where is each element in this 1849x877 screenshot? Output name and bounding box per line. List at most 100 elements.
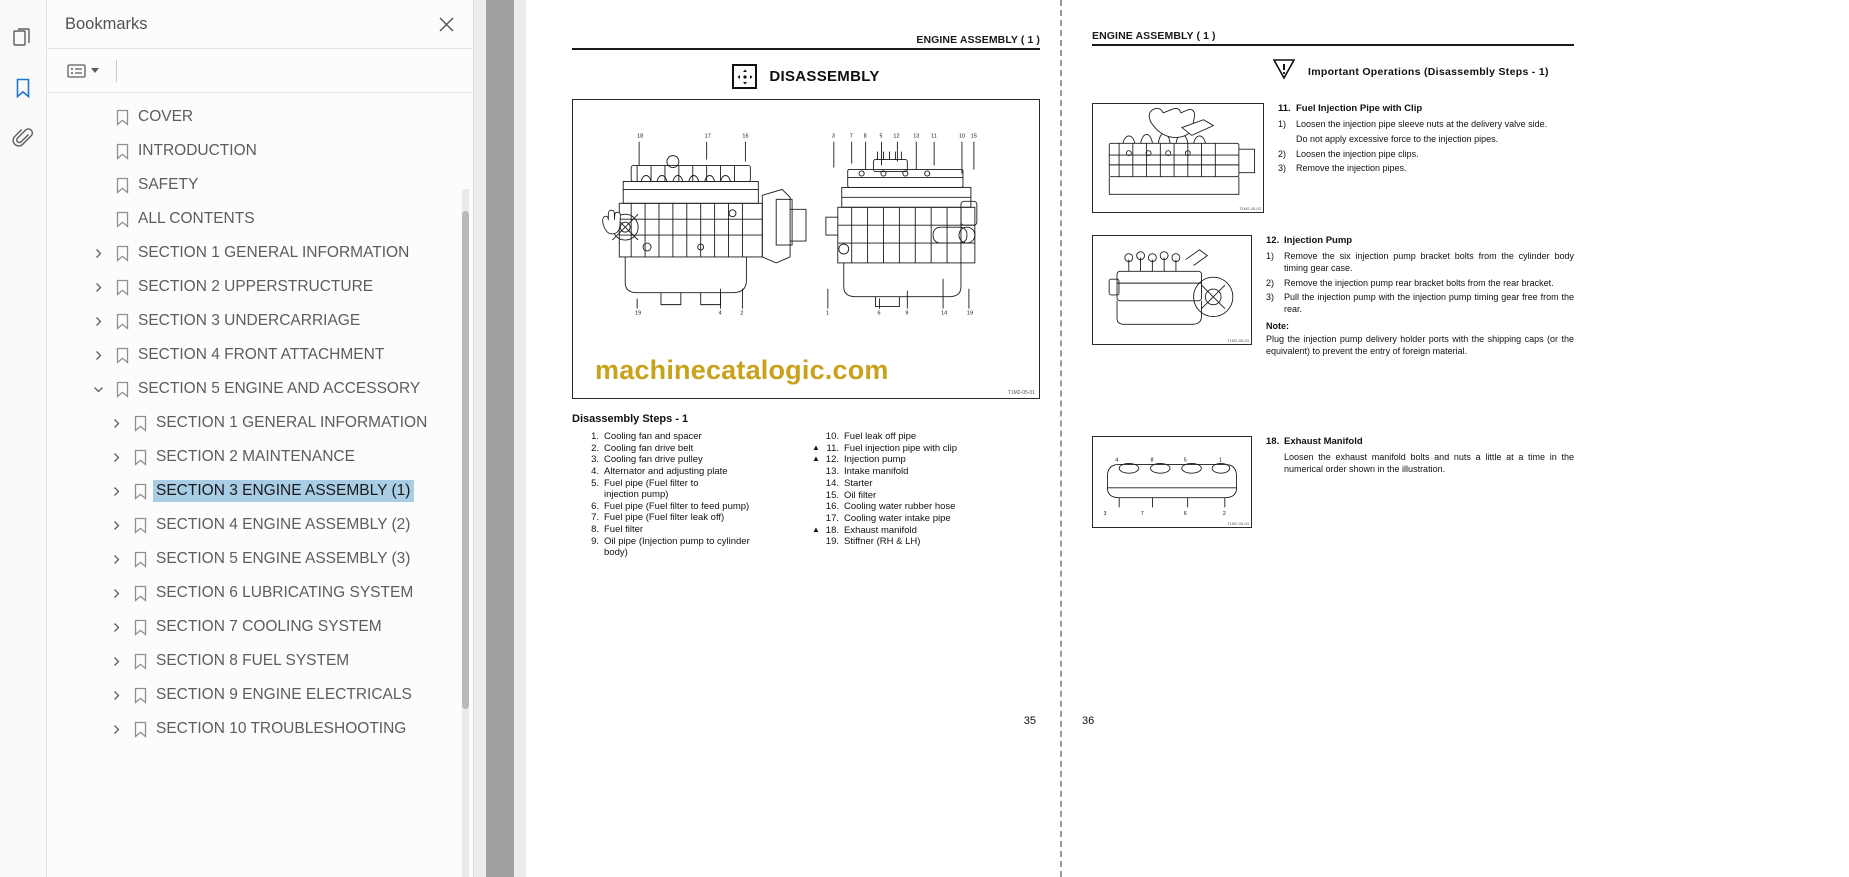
- disassembly-steps-block: Disassembly Steps - 1 1. Cooling fan and …: [572, 413, 1040, 559]
- bookmark-label: SECTION 7 COOLING SYSTEM: [156, 618, 382, 635]
- bookmark-item[interactable]: SECTION 3 UNDERCARRIAGE: [47, 304, 473, 338]
- svg-text:5: 5: [1184, 457, 1187, 463]
- step-number: 1.: [591, 431, 599, 442]
- right-page-number: 36: [1082, 715, 1095, 727]
- disassembly-step: 4.Alternator and adjusting plate: [572, 466, 804, 477]
- four-arrows-disassembly-icon: [732, 64, 758, 89]
- chevron-right-icon[interactable]: [105, 520, 127, 531]
- engine-assembly-figure: 18 17 16: [572, 99, 1040, 399]
- bookmark-label: SECTION 1 GENERAL INFORMATION: [138, 244, 410, 261]
- chevron-right-icon[interactable]: [87, 316, 109, 327]
- step-text: Fuel pipe (Fuel filter to feed pump): [604, 501, 804, 512]
- chevron-right-icon[interactable]: [105, 418, 127, 429]
- bookmark-item[interactable]: SECTION 4 FRONT ATTACHMENT: [47, 338, 473, 372]
- pages-thumbnail-icon[interactable]: [3, 18, 43, 58]
- operation-title-12: 12. Injection Pump: [1266, 235, 1574, 247]
- operation-row-12: T1M2-05-03 12. Injection Pump 1) Remove t…: [1092, 235, 1574, 358]
- svg-text:9: 9: [905, 311, 908, 317]
- bookmarks-scrollbar-thumb[interactable]: [462, 211, 469, 709]
- bookmark-label: SECTION 3 UNDERCARRIAGE: [138, 312, 361, 329]
- bookmark-options-button[interactable]: [65, 60, 101, 82]
- bookmark-icon[interactable]: [3, 68, 43, 108]
- bookmark-item[interactable]: SECTION 6 LUBRICATING SYSTEM: [47, 576, 473, 610]
- step-text-line1: Oil pipe (Injection pump to cylinder: [604, 535, 750, 547]
- bookmark-item[interactable]: SECTION 9 ENGINE ELECTRICALS: [47, 678, 473, 712]
- bookmark-item[interactable]: SECTION 5 ENGINE ASSEMBLY (3): [47, 542, 473, 576]
- step-text-line1: Intake manifold: [844, 466, 909, 478]
- chevron-right-icon[interactable]: [105, 452, 127, 463]
- svg-text:10: 10: [959, 134, 965, 140]
- chevron-right-icon[interactable]: [87, 350, 109, 361]
- disassembly-title-row: DISASSEMBLY: [572, 64, 1040, 89]
- bookmark-item[interactable]: INTRODUCTION: [47, 134, 473, 168]
- pdf-page-35: ENGINE ASSEMBLY ( 1 ) DISASSEMBLY: [526, 0, 1048, 877]
- chevron-down-icon[interactable]: [87, 384, 109, 395]
- operation-number-11: 11.: [1278, 103, 1291, 114]
- chevron-right-icon[interactable]: [87, 248, 109, 259]
- svg-text:1: 1: [1219, 457, 1222, 463]
- bookmark-item[interactable]: ALL CONTENTS: [47, 202, 473, 236]
- operation-substep-number: 1): [1266, 251, 1275, 262]
- step-text: Cooling fan and spacer: [604, 431, 804, 442]
- step-text: Cooling water rubber hose: [844, 501, 1037, 512]
- step-text-line1: Starter: [844, 477, 873, 489]
- svg-text:8: 8: [1150, 457, 1153, 463]
- bookmark-item[interactable]: SAFETY: [47, 168, 473, 202]
- chevron-right-icon[interactable]: [87, 282, 109, 293]
- step-number: 10.: [825, 431, 839, 442]
- step-text-line1: Cooling water rubber hose: [844, 501, 956, 513]
- bookmark-item[interactable]: SECTION 1 GENERAL INFORMATION: [47, 406, 473, 440]
- svg-text:11: 11: [931, 134, 937, 140]
- chevron-down-icon: [91, 68, 99, 73]
- disassembly-step: 14.Starter: [812, 478, 1037, 489]
- bookmark-label: SECTION 5 ENGINE ASSEMBLY (3): [156, 550, 411, 567]
- bookmark-item[interactable]: SECTION 4 ENGINE ASSEMBLY (2): [47, 508, 473, 542]
- step-text: Cooling fan drive belt: [604, 443, 804, 454]
- step-text-line1: Alternator and adjusting plate: [604, 466, 728, 478]
- disassembly-steps-heading: Disassembly Steps - 1: [572, 413, 689, 425]
- bookmark-item[interactable]: SECTION 2 UPPERSTRUCTURE: [47, 270, 473, 304]
- disassembly-step: 3.Cooling fan drive pulley: [572, 454, 804, 465]
- close-icon[interactable]: [433, 11, 459, 37]
- bookmark-item[interactable]: SECTION 5 ENGINE AND ACCESSORY: [47, 372, 473, 406]
- svg-text:6: 6: [1184, 511, 1187, 517]
- operation-substep-text: Remove the six injection pump bracket bo…: [1284, 251, 1574, 274]
- operation-note-label-12: Note:: [1266, 320, 1289, 331]
- bookmark-item[interactable]: SECTION 3 ENGINE ASSEMBLY (1): [47, 474, 473, 508]
- chevron-right-icon[interactable]: [105, 622, 127, 633]
- operation-text-12: 12. Injection Pump 1) Remove the six inje…: [1266, 235, 1574, 358]
- operation-substep: 2)Remove the injection pump rear bracket…: [1266, 278, 1574, 290]
- bookmark-item[interactable]: SECTION 1 GENERAL INFORMATION: [47, 236, 473, 270]
- chevron-right-icon[interactable]: [105, 486, 127, 497]
- chevron-right-icon[interactable]: [105, 554, 127, 565]
- disassembly-step: 8.Fuel filter: [572, 524, 804, 535]
- attachment-icon[interactable]: [3, 118, 43, 158]
- operation-substep-number: 3): [1266, 292, 1275, 303]
- bookmark-item[interactable]: SECTION 8 FUEL SYSTEM: [47, 644, 473, 678]
- step-text-line1: Fuel filter: [604, 524, 644, 536]
- chevron-right-icon[interactable]: [105, 690, 127, 701]
- bookmark-icon: [127, 653, 153, 670]
- viewer-scroll-thumb[interactable]: [486, 0, 514, 877]
- chevron-right-icon[interactable]: [105, 724, 127, 735]
- operation-substep-number: [1266, 452, 1284, 475]
- injection-pump-illustration: T1M2-05-03: [1092, 235, 1252, 345]
- bookmark-item[interactable]: SECTION 7 COOLING SYSTEM: [47, 610, 473, 644]
- chevron-right-icon[interactable]: [105, 588, 127, 599]
- panel-title: Bookmarks: [65, 14, 148, 33]
- bookmark-icon: [127, 415, 153, 432]
- sidebar-icon-rail: [0, 0, 47, 877]
- step-number: 7.: [591, 512, 599, 524]
- bookmark-icon: [127, 687, 153, 704]
- chevron-right-icon[interactable]: [105, 656, 127, 667]
- bookmark-item[interactable]: COVER: [47, 100, 473, 134]
- step-text: Oil filter: [844, 490, 1037, 501]
- operation-substep: 1) Remove the six injection pump bracket …: [1266, 251, 1574, 274]
- bookmark-item[interactable]: SECTION 10 TROUBLESHOOTING: [47, 712, 473, 746]
- bookmark-item[interactable]: SECTION 2 MAINTENANCE: [47, 440, 473, 474]
- bookmark-label: SECTION 2 MAINTENANCE: [156, 448, 355, 465]
- warning-triangle-icon: [1272, 58, 1296, 85]
